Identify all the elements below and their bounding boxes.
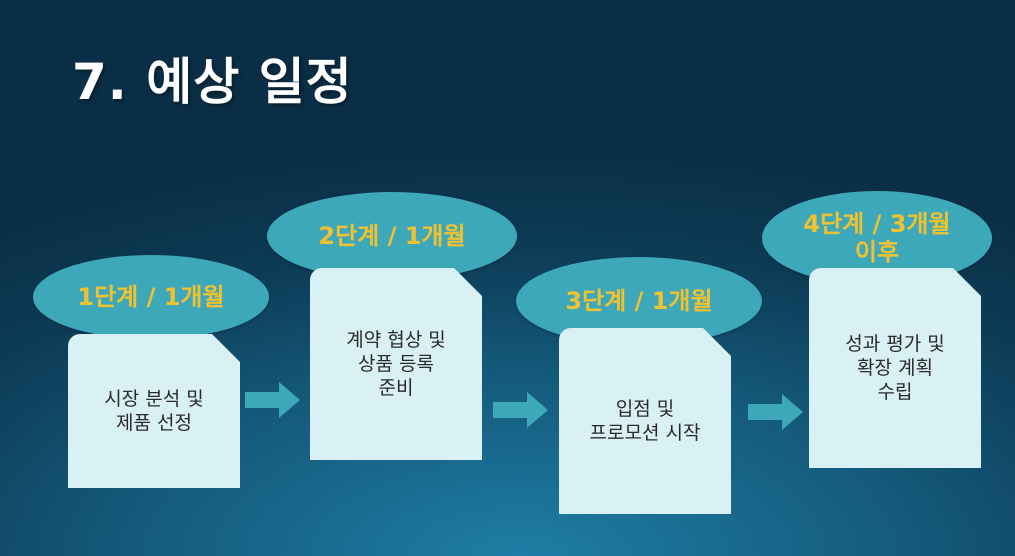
stage-3-description: 입점 및 프로모션 시작 <box>589 398 701 444</box>
stage-2-card: 계약 협상 및 상품 등록 준비 <box>310 268 482 460</box>
stage-1-label: 1단계 / 1개월 <box>77 283 225 311</box>
stage-2-label: 2단계 / 1개월 <box>318 222 466 250</box>
stage-1-card: 시장 분석 및 제품 선정 <box>68 334 240 488</box>
stage-1-oval: 1단계 / 1개월 <box>33 255 269 339</box>
arrow-right-icon <box>748 394 803 430</box>
stage-4-description: 성과 평가 및 확장 계획 수립 <box>845 333 945 403</box>
stage-3-card: 입점 및 프로모션 시작 <box>559 328 731 514</box>
stage-4-label: 4단계 / 3개월 이후 <box>803 210 951 266</box>
stage-3-label: 3단계 / 1개월 <box>565 287 713 315</box>
stage-2-oval: 2단계 / 1개월 <box>267 192 517 280</box>
stage-2-description: 계약 협상 및 상품 등록 준비 <box>346 329 446 399</box>
slide-title: 7. 예상 일정 <box>72 53 353 111</box>
arrow-right-icon <box>493 392 548 428</box>
arrow-right-icon <box>245 382 300 418</box>
stage-4-card: 성과 평가 및 확장 계획 수립 <box>809 268 981 468</box>
stage-1-description: 시장 분석 및 제품 선정 <box>104 388 204 434</box>
